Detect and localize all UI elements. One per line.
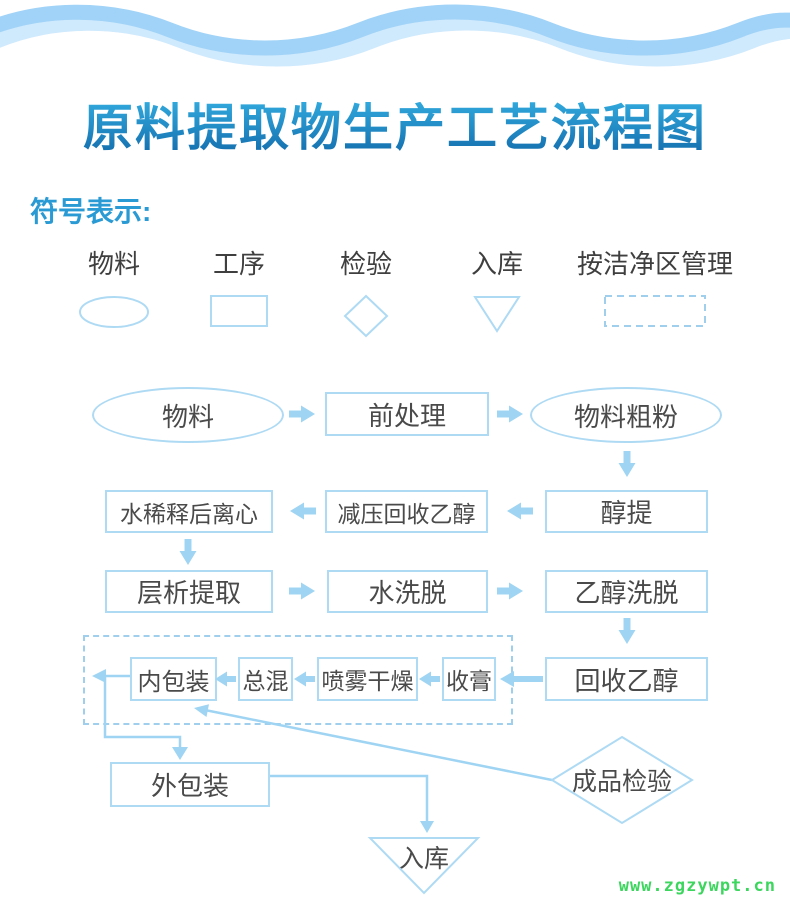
rect-shape-icon <box>210 295 268 327</box>
legend-item-warehousing: 入库 <box>432 244 562 334</box>
node-label: 水稀释后离心 <box>120 500 258 527</box>
arrow-down-icon <box>179 539 197 565</box>
node-material: 物料 <box>92 387 284 443</box>
node-label: 层析提取 <box>136 578 241 608</box>
diamond-shape-icon <box>343 294 389 338</box>
node-label: 外包装 <box>150 771 229 801</box>
node-paste-collection: 收膏 <box>442 657 496 701</box>
triangle-shape-icon <box>473 296 521 333</box>
page-title: 原料提取物生产工艺流程图 <box>0 88 790 160</box>
node-label: 物料粗粉 <box>573 401 678 432</box>
node-label: 水洗脱 <box>368 578 447 608</box>
node-label: 前处理 <box>367 400 446 431</box>
node-label: 内包装 <box>137 668 210 696</box>
legend-label: 物料 <box>87 249 140 279</box>
node-ethanol-elution: 乙醇洗脱 <box>545 570 708 613</box>
node-label: 回收乙醇 <box>574 665 679 696</box>
node-chromatography-extraction: 层析提取 <box>105 570 273 613</box>
wave-back-stripe <box>0 15 790 67</box>
arrow-right-icon <box>289 582 315 600</box>
node-label: 入库 <box>398 845 449 873</box>
legend-item-process: 工序 <box>174 244 304 328</box>
legend-label: 工序 <box>212 249 265 279</box>
node-label: 物料 <box>161 401 214 432</box>
dashed-rect-shape-icon <box>604 295 706 327</box>
node-vacuum-ethanol-recovery: 减压回收乙醇 <box>325 490 488 533</box>
legend-item-material: 物料 <box>49 244 179 330</box>
node-finished-product-inspection: 成品检验 <box>552 762 692 798</box>
node-ethanol-recovery: 回收乙醇 <box>545 657 708 701</box>
arrow-down-icon <box>618 451 636 477</box>
node-water-elution: 水洗脱 <box>327 570 488 613</box>
legend-item-inspection: 检验 <box>301 244 431 338</box>
arrow-right-icon <box>497 582 523 600</box>
ellipse-shape-icon <box>79 296 149 328</box>
arrow-right-icon <box>289 405 315 423</box>
node-coarse-powder: 物料粗粉 <box>530 387 722 443</box>
node-label: 收膏 <box>446 668 492 694</box>
arrowhead-down-icon <box>420 821 434 833</box>
node-water-dilution-centrifugation: 水稀释后离心 <box>105 490 273 533</box>
node-inner-packaging: 内包装 <box>130 657 217 701</box>
node-label: 醇提 <box>600 498 653 528</box>
node-pretreatment: 前处理 <box>325 392 489 436</box>
legend-heading: 符号表示: <box>30 196 152 227</box>
legend-label: 按洁净区管理 <box>576 249 733 279</box>
arrowhead-down-icon <box>172 747 188 760</box>
node-warehousing: 入库 <box>384 841 464 873</box>
node-alcohol-extraction: 醇提 <box>545 490 708 533</box>
legend-item-clean-area: 按洁净区管理 <box>560 244 750 328</box>
node-outer-packaging: 外包装 <box>110 762 270 807</box>
wave-banner <box>0 4 790 67</box>
node-label: 乙醇洗脱 <box>574 578 679 608</box>
node-label: 总混 <box>242 668 289 694</box>
node-label: 喷雾干燥 <box>321 668 414 694</box>
arrow-left-icon <box>507 502 533 520</box>
node-label: 成品检验 <box>571 768 672 796</box>
node-label: 减压回收乙醇 <box>337 500 476 527</box>
arrow-down-icon <box>618 618 636 644</box>
arrow-right-icon <box>497 405 523 423</box>
connector-line <box>270 774 429 822</box>
legend-label: 入库 <box>470 249 523 279</box>
node-total-mixing: 总混 <box>238 657 293 701</box>
watermark-url: www.zgzywpt.cn <box>618 876 776 896</box>
node-spray-drying: 喷雾干燥 <box>317 657 418 701</box>
wave-front-stripe <box>0 4 790 56</box>
arrow-left-icon <box>290 502 316 520</box>
legend-label: 检验 <box>339 249 392 279</box>
